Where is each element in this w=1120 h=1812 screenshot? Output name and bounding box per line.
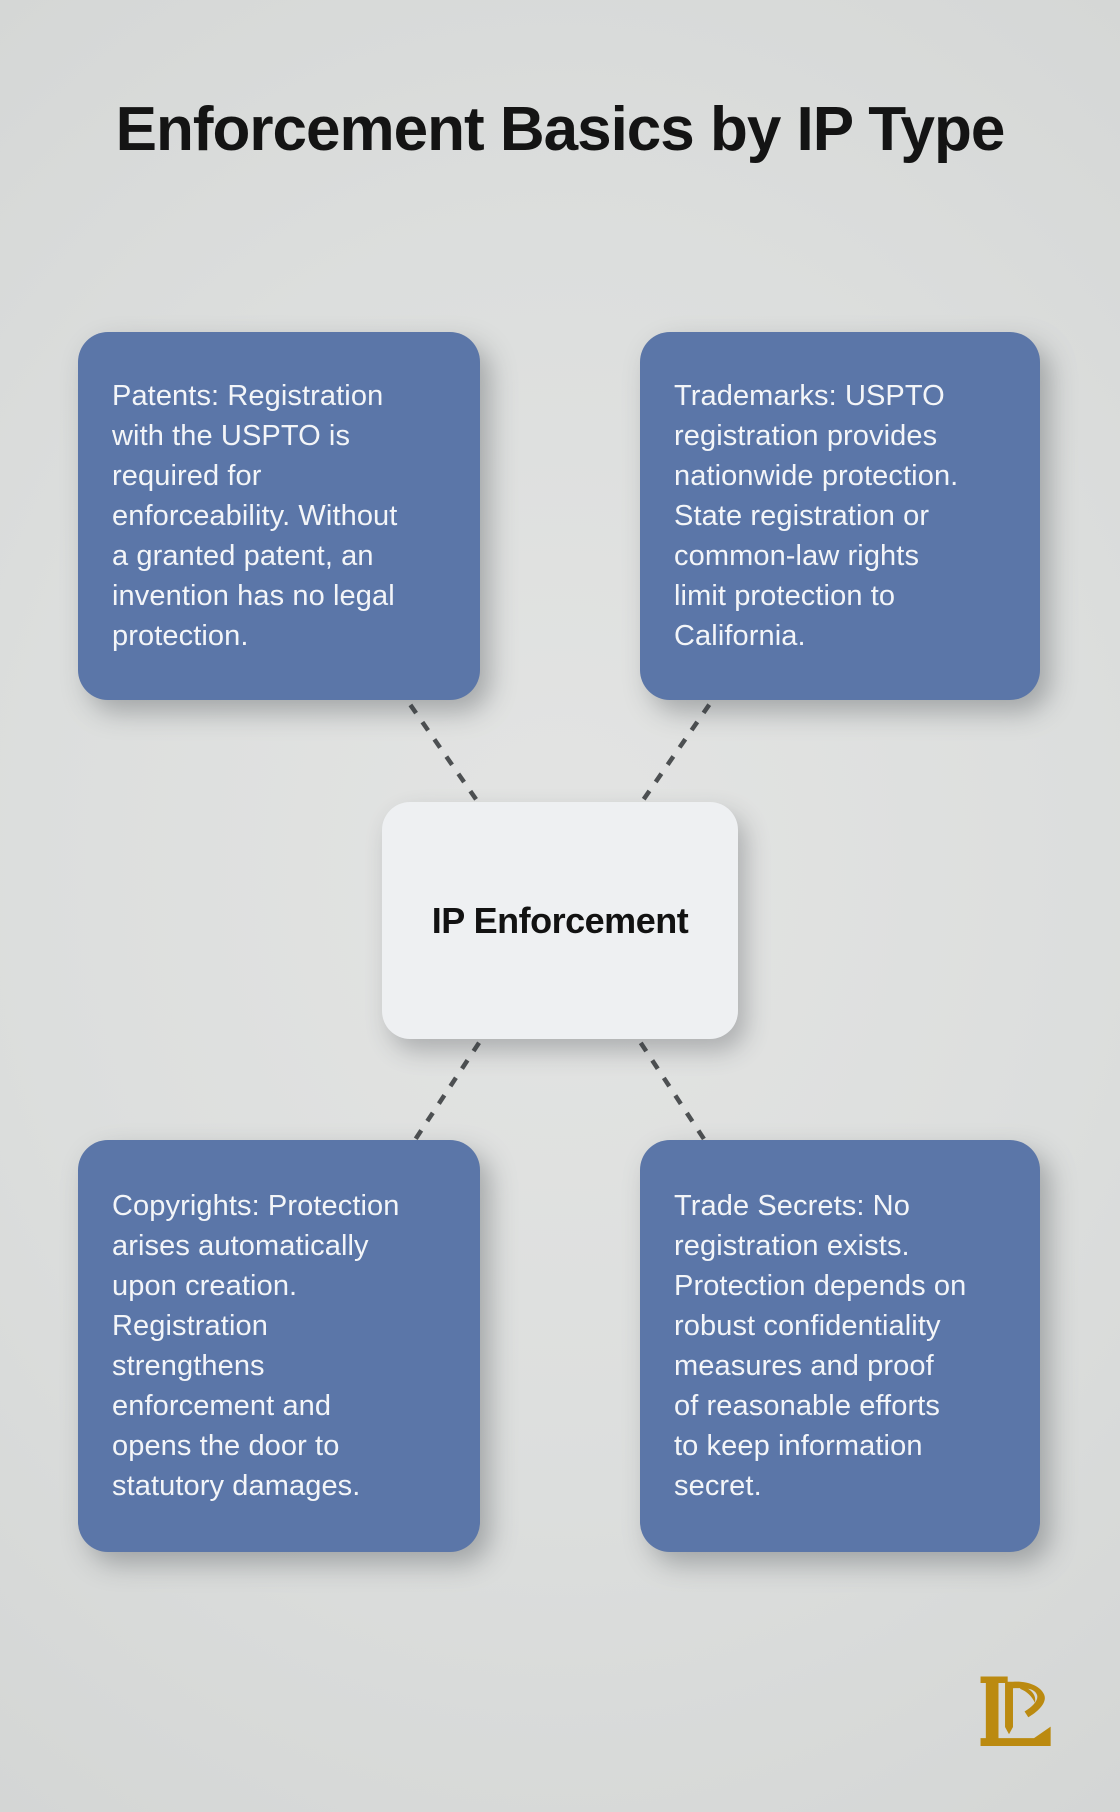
trademarks-text: Trademarks: USPTO registration provides … [674,380,959,652]
logo-p-stem [1005,1681,1013,1735]
branch-card-trade-secrets: Trade Secrets: No registration exists. P… [640,1140,1040,1552]
lp-monogram-logo-icon [980,1676,1051,1747]
logo-foot [980,1726,1051,1747]
trade-secrets-text: Trade Secrets: No registration exists. P… [674,1190,967,1502]
copyrights-text: Copyrights: Protection arises automatica… [112,1190,400,1502]
logo-p-bowl [1012,1681,1045,1718]
page-title: Enforcement Basics by IP Type [115,95,1006,164]
center-node-label: IP Enforcement [431,899,689,941]
center-node: IP Enforcement [382,802,738,1039]
branch-card-trademarks: Trademarks: USPTO registration provides … [640,332,1040,700]
logo-crescent [1019,1686,1036,1703]
logo-stem [985,1676,999,1747]
patents-text: Patents: Registration with the USPTO is … [112,380,398,652]
branch-card-patents: Patents: Registration with the USPTO is … [78,332,480,700]
branch-card-copyrights: Copyrights: Protection arises automatica… [78,1140,480,1552]
